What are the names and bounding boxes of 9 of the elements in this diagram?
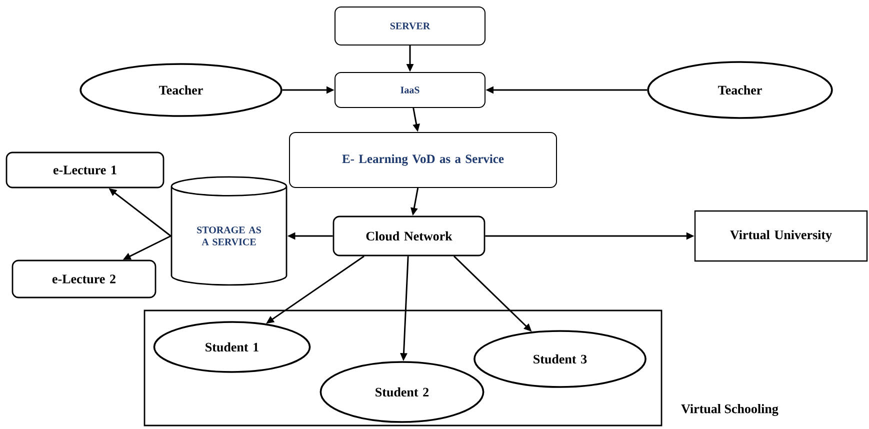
destination-box: Virtual University	[694, 210, 868, 262]
network-box: Cloud Network	[332, 216, 486, 256]
lecture-box: e-Lecture 2	[12, 260, 156, 298]
lecture-box: e-Lecture 1	[6, 152, 164, 188]
server-box: SERVER	[334, 6, 486, 46]
node-label: Virtual Schooling	[681, 404, 778, 416]
service-box: IaaS	[334, 72, 486, 108]
storage-cylinder: STORAGE AS A SERVICE	[170, 176, 288, 286]
service-box: E- Learning VoD as a Service	[289, 132, 557, 188]
